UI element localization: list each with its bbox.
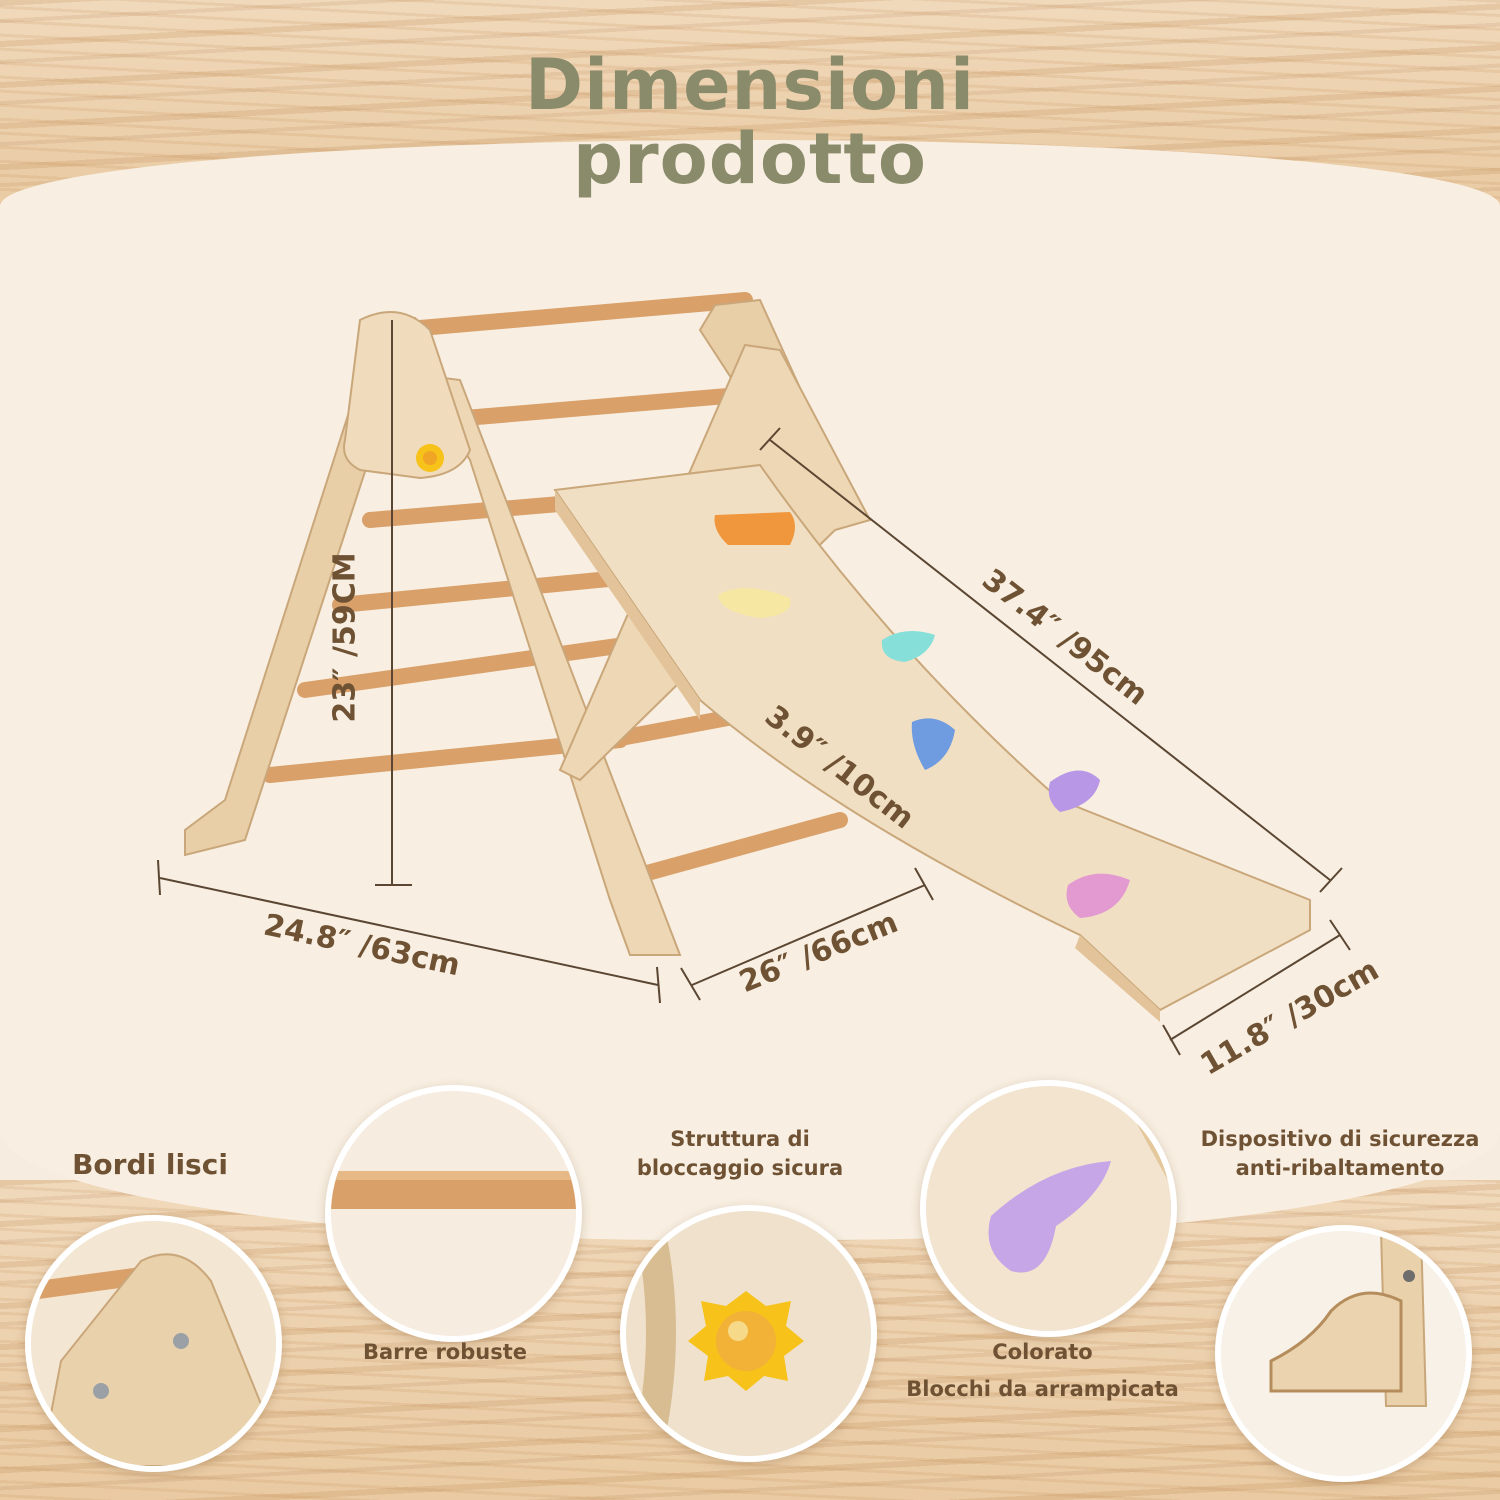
label-colorato-line1: Colorato — [992, 1340, 1093, 1364]
hold-purple — [1048, 770, 1100, 812]
feature-circle-colorato — [920, 1080, 1177, 1337]
hold-teal — [881, 631, 935, 662]
dimension-height: 23″ /59CM — [327, 552, 363, 723]
feature-circle-dispositivo — [1215, 1225, 1472, 1482]
feature-circle-barre-robuste — [325, 1085, 582, 1342]
label-struttura: Struttura di bloccaggio sicura — [605, 1125, 875, 1183]
hold-yellow — [718, 588, 791, 618]
label-dispositivo-line2: anti-ribaltamento — [1235, 1156, 1445, 1180]
label-struttura-line1: Struttura di — [670, 1127, 810, 1151]
hold-blue — [911, 718, 955, 770]
dimension-lines — [157, 320, 1351, 1056]
feature-circle-struttura — [620, 1205, 877, 1462]
climbing-ramp — [553, 463, 1311, 1022]
label-colorato: Colorato Blocchi da arrampicata — [880, 1334, 1205, 1408]
feature-circle-bordi-lisci — [25, 1215, 282, 1472]
rung-bar-illustration — [331, 1091, 576, 1336]
label-struttura-line2: bloccaggio sicura — [636, 1156, 844, 1180]
label-bordi-lisci: Bordi lisci — [72, 1148, 228, 1181]
lock-knob-illustration — [626, 1211, 871, 1456]
label-dispositivo: Dispositivo di sicurezza anti-ribaltamen… — [1185, 1125, 1495, 1183]
label-colorato-line2: Blocchi da arrampicata — [906, 1377, 1179, 1401]
anti-tip-foot-illustration — [1221, 1231, 1466, 1476]
hold-pink — [1066, 873, 1130, 918]
smooth-edge-illustration — [31, 1221, 276, 1466]
hold-orange — [714, 512, 795, 545]
label-dispositivo-line1: Dispositivo di sicurezza — [1200, 1127, 1480, 1151]
page-title: Dimensioni prodotto — [0, 48, 1500, 196]
label-barre-robuste: Barre robuste — [363, 1340, 527, 1364]
title-line-2: prodotto — [573, 118, 927, 200]
title-line-1: Dimensioni — [525, 44, 975, 126]
climbing-hold-illustration — [926, 1086, 1171, 1331]
